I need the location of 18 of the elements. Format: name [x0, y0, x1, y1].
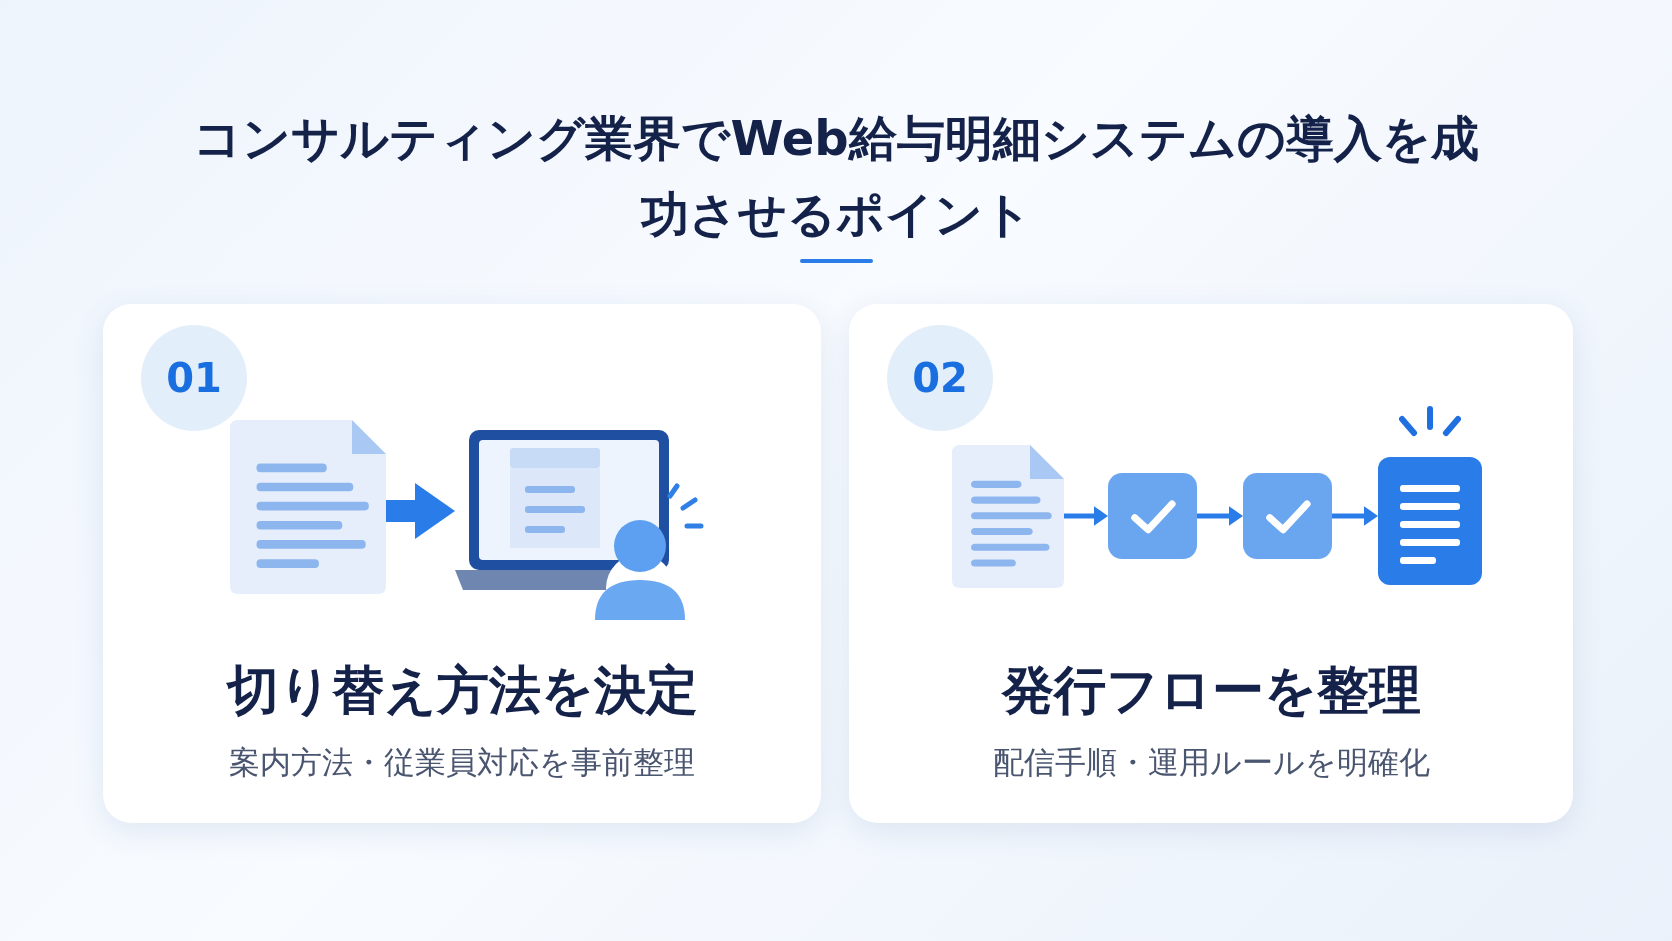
card	[103, 304, 821, 823]
arrow	[386, 483, 455, 539]
checkbox-icon	[1243, 473, 1332, 559]
card	[849, 304, 1573, 823]
card-description: 配信手順・運用ルールを明確化	[991, 743, 1431, 782]
card-heading: 発行フローを整理	[1000, 659, 1422, 722]
card-description: 案内方法・従業員対応を事前整理	[228, 743, 696, 782]
arrow	[1197, 506, 1243, 526]
document-drawing	[952, 445, 1064, 588]
number-badge: 01	[141, 325, 247, 431]
checkbox-icon	[1108, 473, 1197, 559]
arrow	[1332, 506, 1378, 526]
arrow	[1064, 506, 1108, 526]
title: コンサルティング業界でWeb給与明細システムの導入を成功させるポイント	[192, 109, 1480, 244]
document-drawing	[230, 420, 386, 594]
document-drawing	[1378, 405, 1482, 585]
card-heading: 切り替え方法を決定	[225, 659, 699, 722]
number-badge: 02	[887, 325, 993, 431]
